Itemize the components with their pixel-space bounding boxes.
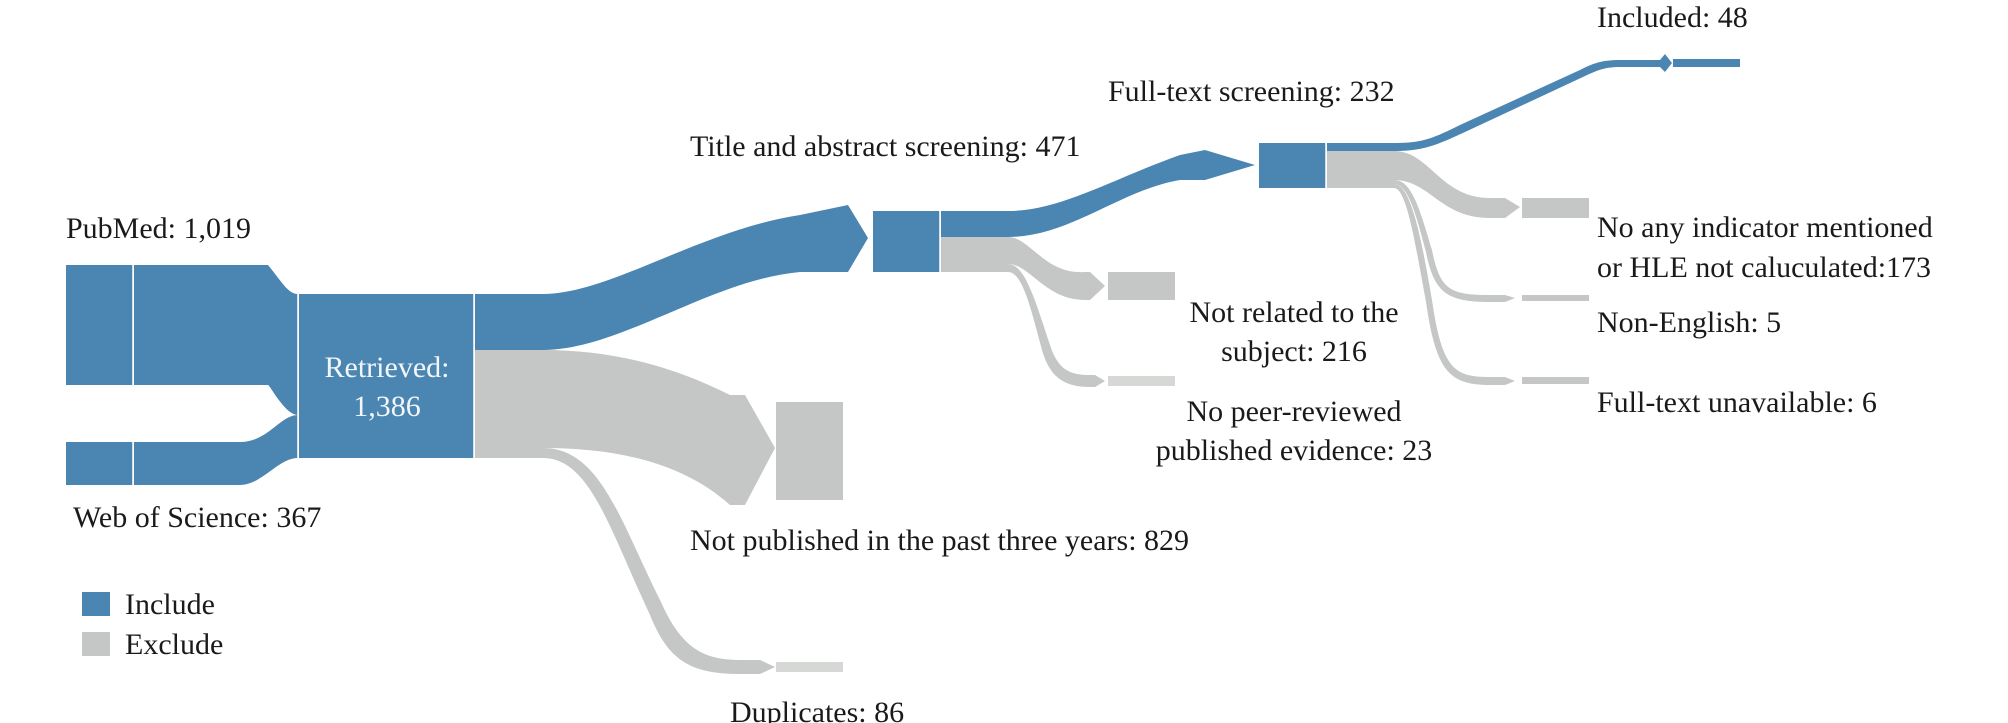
label-wos: Web of Science: 367 [73, 501, 321, 534]
node-included [1673, 59, 1740, 67]
node-no-indicator [1522, 198, 1589, 218]
flow-full-text-to-no-indicator [1394, 151, 1520, 218]
node-not-related [1108, 272, 1175, 300]
flow-wos-to-retrieved [134, 415, 298, 485]
label-not-related-line1: Not related to the [1189, 296, 1398, 329]
legend-exclude-label: Exclude [125, 628, 223, 661]
node-title-abstract-exclude [941, 237, 1008, 272]
flow-retrieved-to-title-abstract [543, 205, 868, 350]
node-retrieved-dup [475, 448, 543, 458]
label-retrieved-line2: 1,386 [353, 390, 421, 423]
label-no-peer-line2: published evidence: 23 [1156, 434, 1433, 467]
node-retrieved-exclude [475, 350, 543, 448]
node-full-text-exclude [1327, 151, 1394, 188]
label-not-related-line2: subject: 216 [1221, 335, 1367, 368]
flow-full-text-to-included [1394, 54, 1672, 151]
label-duplicates: Duplicates: 86 [730, 696, 904, 723]
flow-full-text-to-non-english [1394, 180, 1515, 302]
node-duplicates [776, 662, 843, 672]
node-full-text [1259, 143, 1326, 188]
legend-include-label: Include [125, 588, 215, 621]
label-no-indicator-line1: No any indicator mentioned [1597, 211, 1933, 244]
label-full-text: Full-text screening: 232 [1108, 75, 1395, 108]
legend: Include Exclude [82, 588, 223, 661]
flow-retrieved-to-duplicates [543, 448, 775, 674]
flow-title-abstract-to-not-related [1008, 237, 1105, 300]
legend-exclude-swatch [82, 632, 110, 656]
node-title-abstract [873, 211, 940, 272]
node-title-abstract-out [941, 211, 1008, 237]
label-included: Included: 48 [1597, 1, 1748, 34]
node-no-peer [1108, 376, 1175, 386]
label-fulltext-unavailable: Full-text unavailable: 6 [1597, 386, 1877, 419]
label-pubmed: PubMed: 1,019 [66, 212, 251, 245]
node-wos [66, 442, 133, 485]
label-retrieved-line1: Retrieved: [325, 351, 450, 384]
flow-title-abstract-to-full-text [1008, 150, 1255, 237]
node-non-english [1522, 295, 1589, 301]
node-retrieved [299, 294, 474, 458]
flow-pubmed-to-retrieved [134, 265, 298, 415]
node-full-text-out [1327, 143, 1394, 151]
label-no-indicator-line2: or HLE not caluculated:173 [1597, 251, 1931, 284]
label-title-abstract: Title and abstract screening: 471 [690, 130, 1080, 163]
node-not-published [776, 402, 843, 500]
label-non-english: Non-English: 5 [1597, 306, 1781, 339]
flow-title-abstract-to-no-peer [1008, 264, 1105, 387]
flow-retrieved-to-not-published [543, 350, 775, 505]
label-no-peer-line1: No peer-reviewed [1186, 395, 1401, 428]
node-fulltext-unavailable [1522, 377, 1589, 384]
label-not-published: Not published in the past three years: 8… [690, 524, 1189, 557]
node-pubmed [66, 265, 133, 385]
flow-full-text-to-unavailable [1394, 184, 1515, 385]
node-retrieved-out [475, 294, 543, 350]
legend-include-swatch [82, 592, 110, 616]
